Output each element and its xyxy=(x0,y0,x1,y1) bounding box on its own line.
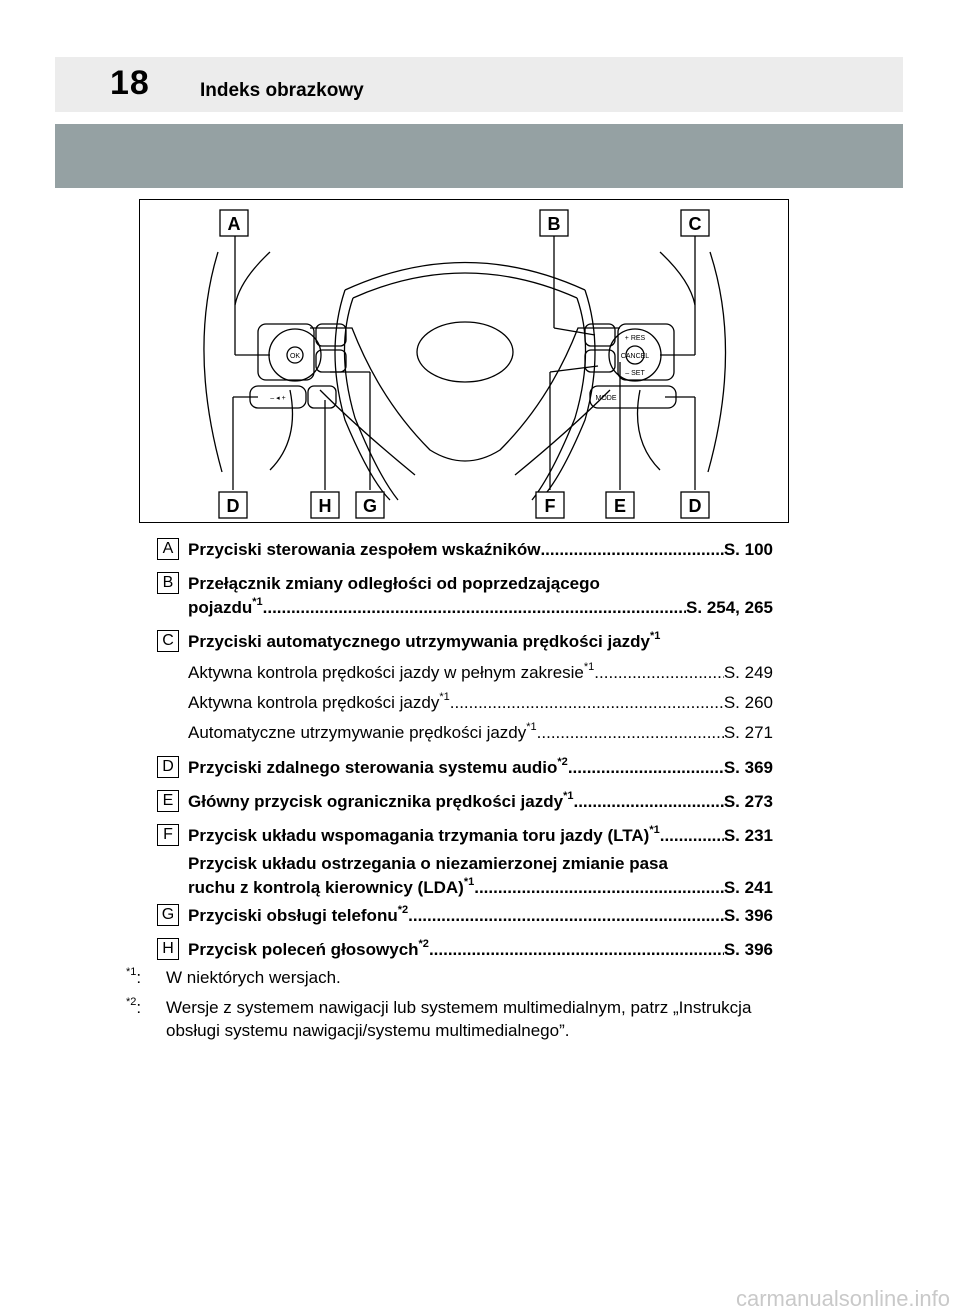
entry-marker-h: H xyxy=(157,938,179,960)
entry-marker-a: A xyxy=(157,538,179,560)
footnote-mark: *1: xyxy=(126,966,142,987)
footnote-mark: *2: xyxy=(126,996,142,1017)
section-title: Indeks obrazkowy xyxy=(200,80,364,101)
entry-marker-c: C xyxy=(157,630,179,652)
legend-entry-b: Przełącznik zmiany odległości od poprzed… xyxy=(188,572,773,620)
page-reference: S. 396 xyxy=(723,906,773,925)
callout-g: G xyxy=(363,496,377,516)
callout-a: A xyxy=(228,214,241,234)
ok-button-label: OK xyxy=(290,353,300,360)
page-number: 18 xyxy=(110,64,150,102)
page-reference: S. 396 xyxy=(723,940,773,959)
legend-entry-d: Przyciski zdalnego sterowania systemu au… xyxy=(188,756,773,780)
page-reference: S. 231 xyxy=(723,826,773,845)
page-reference: S. 249 xyxy=(723,663,773,682)
steering-wheel-figure: OK + RES CANCEL – SET MODE – ◂ + A B C D… xyxy=(139,199,789,523)
legend-entry-f: Przycisk układu wspomagania trzymania to… xyxy=(188,824,773,900)
legend-entry-a: Przyciski sterowania zespołem wskaźników… xyxy=(188,538,773,562)
legend-subentry: Aktywna kontrola prędkości jazdy*1 S. 26… xyxy=(188,691,773,715)
callout-e: E xyxy=(614,496,626,516)
entry-marker-d: D xyxy=(157,756,179,778)
page-reference: S. 241 xyxy=(723,878,773,897)
callout-f: F xyxy=(545,496,556,516)
cancel-button-label: CANCEL xyxy=(621,353,650,360)
header-band xyxy=(55,57,903,112)
page-reference: S. 271 xyxy=(723,723,773,742)
callout-d-right: D xyxy=(689,496,702,516)
callout-d-left: D xyxy=(227,496,240,516)
legend-subentry: Aktywna kontrola prędkości jazdy w pełny… xyxy=(188,661,773,685)
set-button-label: – SET xyxy=(625,370,645,377)
callout-b: B xyxy=(548,214,561,234)
mode-button-label: MODE xyxy=(596,395,617,402)
watermark: carmanualsonline.info xyxy=(736,1286,951,1311)
legend-entry-e: Główny przycisk ogranicznika prędkości j… xyxy=(188,790,773,814)
entry-marker-g: G xyxy=(157,904,179,926)
entry-marker-b: B xyxy=(157,572,179,594)
page-reference: S. 260 xyxy=(723,693,773,712)
legend-entry-g: Przyciski obsługi telefonu*2S. 396 xyxy=(188,904,773,928)
res-button-label: + RES xyxy=(625,335,646,342)
page-reference: S. 100 xyxy=(723,540,773,559)
steering-wheel-illustration: OK + RES CANCEL – SET MODE – ◂ + A B C D… xyxy=(203,209,727,519)
volume-button-label: – ◂ + xyxy=(270,395,285,402)
page-reference: S. 369 xyxy=(723,758,773,777)
callout-h: H xyxy=(319,496,332,516)
entry-marker-e: E xyxy=(157,790,179,812)
page-reference: S. 254, 265 xyxy=(686,598,773,617)
decorative-band xyxy=(55,124,903,188)
legend-subentry: Automatyczne utrzymywanie prędkości jazd… xyxy=(188,721,773,745)
legend-entry-c: Przyciski automatycznego utrzymywania pr… xyxy=(188,630,661,651)
legend-entry-h: Przycisk poleceń głosowych*2 S. 396 xyxy=(188,938,773,962)
callout-c: C xyxy=(689,214,702,234)
entry-marker-f: F xyxy=(157,824,179,846)
page-reference: S. 273 xyxy=(723,792,773,811)
